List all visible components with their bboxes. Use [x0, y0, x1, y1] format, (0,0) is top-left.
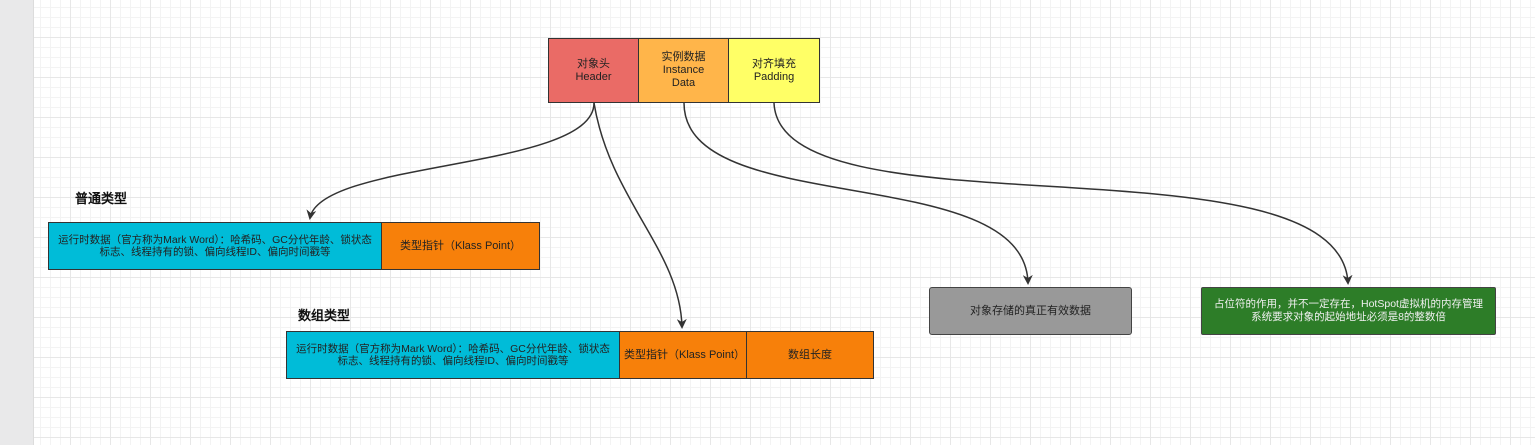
padding-note[interactable]: 占位符的作用，并不一定存在，HotSpot虚拟机的内存管理系统要求对象的起始地址… — [1201, 287, 1496, 335]
normal-runtime-data-cell[interactable]: 运行时数据（官方称为Mark Word）：哈希码、GC分代年龄、锁状态标志、线程… — [48, 222, 382, 270]
instance-data-cell[interactable]: 实例数据 Instance Data — [638, 38, 729, 103]
object-header-cell[interactable]: 对象头 Header — [548, 38, 639, 103]
left-gutter — [0, 0, 34, 445]
array-runtime-data-cell[interactable]: 运行时数据（官方称为Mark Word）：哈希码、GC分代年龄、锁状态标志、线程… — [286, 331, 620, 379]
array-type-title: 数组类型 — [298, 308, 351, 323]
array-length-cell[interactable]: 数组长度 — [746, 331, 874, 379]
instance-data-note[interactable]: 对象存储的真正有效数据 — [929, 287, 1132, 335]
normal-klass-pointer-cell[interactable]: 类型指针（Klass Point） — [381, 222, 540, 270]
array-klass-pointer-cell[interactable]: 类型指针（Klass Point） — [619, 331, 747, 379]
padding-cell[interactable]: 对齐填充 Padding — [728, 38, 820, 103]
normal-type-title: 普通类型 — [75, 191, 128, 206]
